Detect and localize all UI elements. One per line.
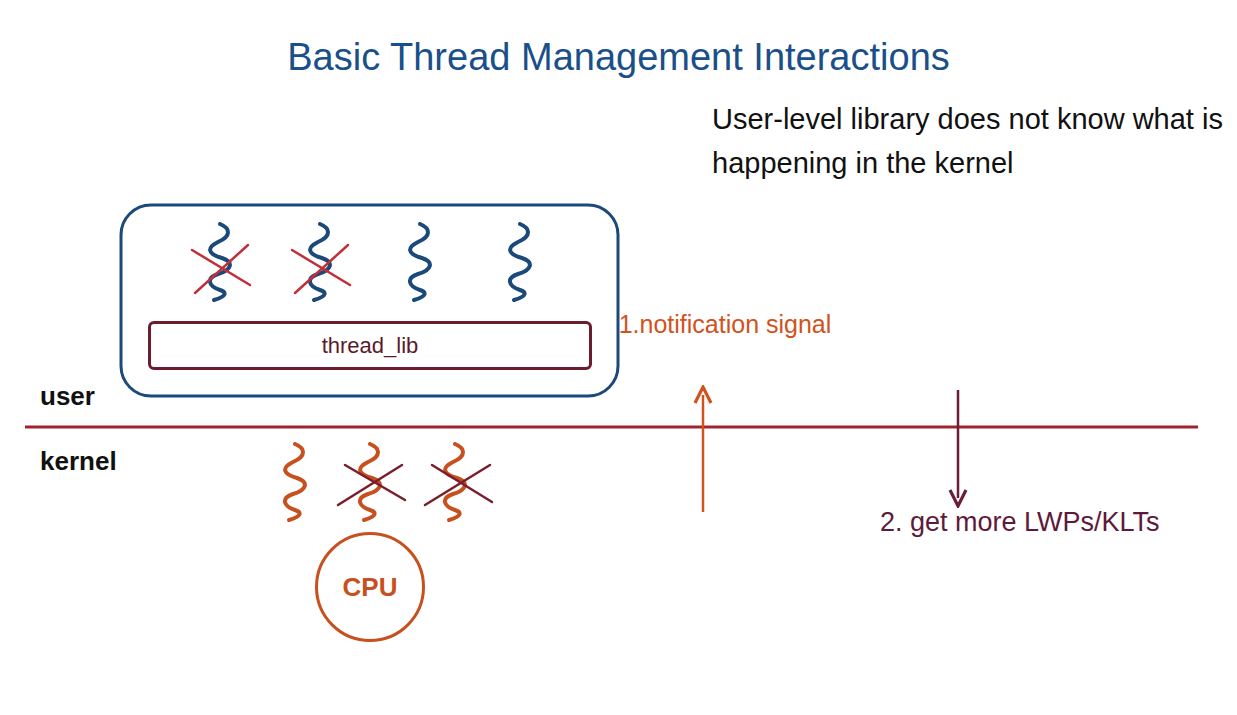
- node-text: thread_lib: [322, 333, 419, 359]
- node-text: CPU: [343, 572, 398, 603]
- boundary-line: [25, 426, 1198, 429]
- kernel-thread: [285, 444, 305, 520]
- layer-label: kernel: [40, 446, 180, 477]
- step-label: 2. get more LWPs/KLTs: [880, 505, 1225, 540]
- user-thread: [410, 224, 430, 300]
- cross-mark: [192, 245, 350, 293]
- cpu-circle: CPU: [315, 532, 425, 642]
- title: Basic Thread Management Interactions: [0, 36, 1237, 79]
- step-label: 1.notification signal: [615, 308, 835, 341]
- process-box: [121, 205, 618, 396]
- cross-mark: [338, 465, 492, 505]
- layer-label: user: [40, 381, 160, 412]
- user-thread: [510, 224, 530, 300]
- note: User-level library does not know what is…: [712, 98, 1232, 185]
- request-arrow: [957, 390, 960, 498]
- library-box: thread_lib: [148, 321, 592, 370]
- signal-arrow: [702, 395, 705, 512]
